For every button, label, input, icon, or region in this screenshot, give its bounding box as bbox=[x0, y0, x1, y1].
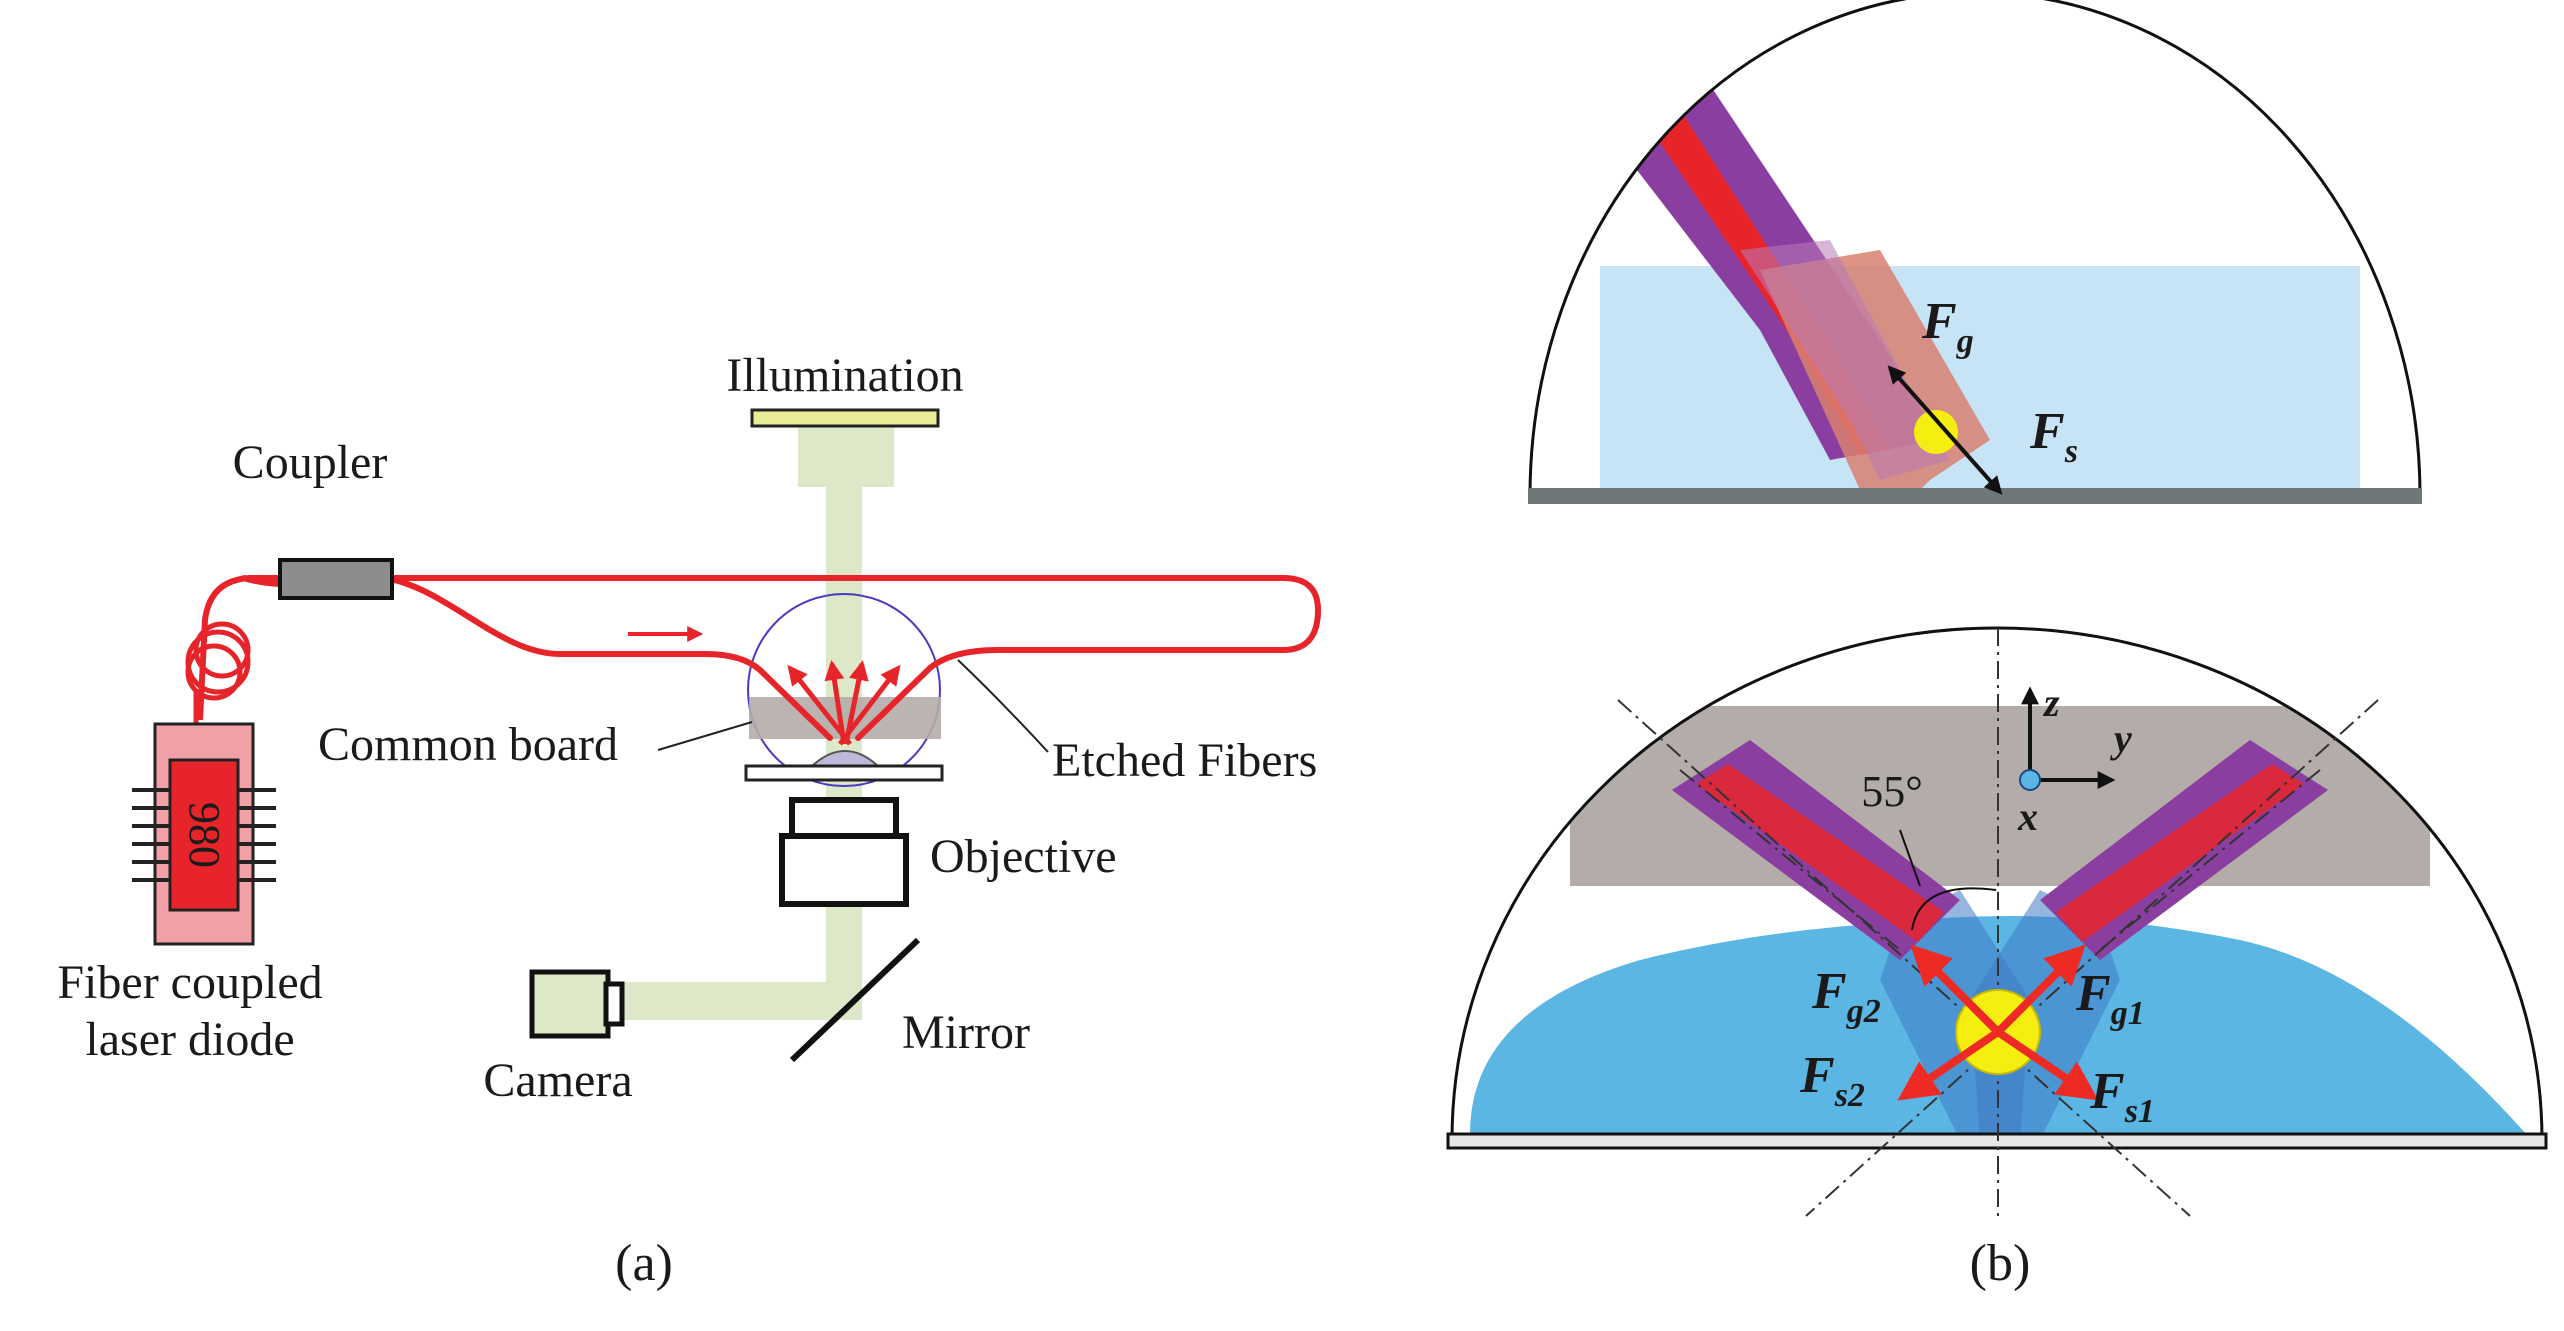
objective-lens bbox=[779, 797, 909, 907]
illumination-source bbox=[750, 408, 940, 428]
force-arrows-bottom bbox=[1897, 944, 2099, 1101]
panel-a-caption: (a) bbox=[615, 1235, 673, 1292]
common-board-label: Common board bbox=[318, 718, 618, 771]
panel-b-bottom: z y x 55° Fg2 Fg1 Fs2 Fs1 (b) bbox=[1446, 626, 2548, 1292]
coordinate-system: z y x bbox=[2017, 680, 2132, 839]
fs-label-top: Fs bbox=[2029, 403, 2078, 470]
fs2-label: Fs2 bbox=[1799, 1047, 1865, 1114]
illumination-label: Illumination bbox=[726, 349, 963, 402]
panel-b-caption: (b) bbox=[1970, 1235, 2031, 1292]
force-arrow-top bbox=[1887, 365, 2003, 495]
angle-leader bbox=[1899, 829, 1921, 887]
common-board bbox=[749, 697, 941, 739]
angle-arc bbox=[1911, 887, 1997, 931]
water-bath bbox=[1600, 266, 2360, 496]
panel-b-top: Fg Fs bbox=[1528, 0, 2422, 504]
objective-label: Objective bbox=[930, 830, 1117, 883]
axis-lines bbox=[1617, 628, 2379, 1217]
fs1-label: Fs1 bbox=[2089, 1063, 2155, 1130]
laser-diode-chip: 980 bbox=[132, 722, 276, 946]
fiber-right-core bbox=[2056, 764, 2304, 942]
substrate-top bbox=[1528, 488, 2422, 504]
fg-label-top: Fg bbox=[1921, 293, 1974, 360]
fg2-label: Fg2 bbox=[1811, 963, 1881, 1030]
fiber-to-coils bbox=[197, 575, 290, 721]
axis-z-label: z bbox=[2042, 680, 2060, 725]
chip-text: 980 bbox=[180, 802, 229, 868]
laser-label-line1: Fiber coupled bbox=[57, 956, 322, 1009]
axis-x-label: x bbox=[2017, 794, 2038, 839]
coupler bbox=[278, 558, 394, 600]
particle-top bbox=[1914, 410, 1958, 454]
mirror bbox=[789, 937, 921, 1063]
emission-arrows bbox=[787, 660, 901, 746]
fiber-coils bbox=[185, 621, 251, 701]
view-circle bbox=[747, 593, 941, 787]
fibers-leader bbox=[957, 659, 1049, 753]
fiber-left-core bbox=[1696, 764, 1944, 942]
angle-label: 55° bbox=[1861, 767, 1923, 816]
laser-label-line2: laser diode bbox=[85, 1013, 294, 1066]
fg1-label: Fg1 bbox=[2075, 965, 2145, 1032]
board-leader bbox=[657, 721, 753, 751]
panel-a: Illumination Coupler bbox=[57, 349, 1321, 1292]
camera-label: Camera bbox=[483, 1054, 632, 1107]
dome-top bbox=[1528, 0, 2422, 497]
axis-y-label: y bbox=[2110, 716, 2132, 761]
coupler-label: Coupler bbox=[233, 436, 388, 489]
glass-slide bbox=[744, 764, 944, 782]
sample-droplet bbox=[809, 750, 881, 767]
etched-fibers-label: Etched Fibers bbox=[1052, 734, 1317, 787]
mirror-label: Mirror bbox=[902, 1006, 1030, 1059]
camera bbox=[529, 969, 625, 1039]
